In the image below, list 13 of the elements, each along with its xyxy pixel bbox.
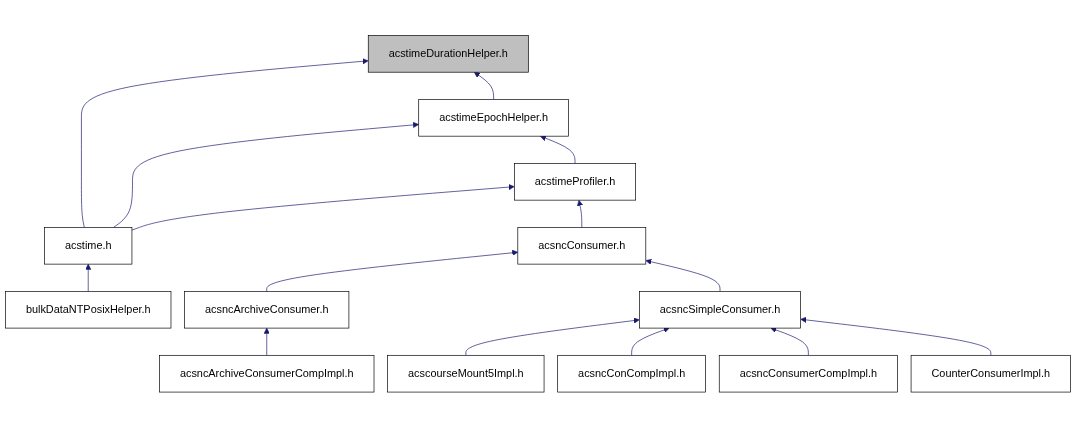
node-box: acstimeProfiler.h [514, 162, 636, 201]
node-box: acsncArchiveConsumerCompImpl.h [159, 354, 375, 393]
node-box: acsncConsumer.h [517, 226, 647, 265]
node-box: acsncConCompImpl.h [557, 354, 706, 393]
node-box: acsncSimpleConsumer.h [639, 290, 801, 329]
node-box: acstimeEpochHelper.h [418, 98, 569, 137]
node-box: acstime.h [44, 226, 133, 265]
node-box: acstimeDurationHelper.h [367, 34, 529, 73]
node-box: CounterConsumerImpl.h [910, 354, 1071, 393]
node-box: bulkDataNTPosixHelper.h [5, 290, 172, 329]
node-box: acscourseMount5Impl.h [387, 354, 545, 393]
node-box: acsncArchiveConsumer.h [184, 290, 350, 329]
node-box: acsncConsumerCompImpl.h [718, 354, 898, 393]
